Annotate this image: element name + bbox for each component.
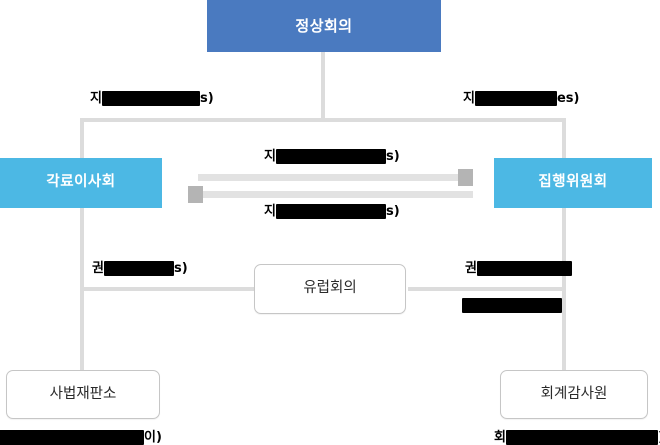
edge-label-mid-lower-prefix: 지 bbox=[264, 204, 276, 219]
edge-label-top-left-prefix: 지 bbox=[90, 91, 102, 106]
edge-label-bottom-right-suffix: ) bbox=[658, 430, 660, 445]
edge-label-top-left-suffix: s) bbox=[199, 91, 214, 106]
edge-label-lower-right-1-prefix: 권 bbox=[465, 261, 477, 276]
edge-label-lower-right-2-redaction bbox=[462, 298, 562, 313]
node-parliament-label: 유럽회의 bbox=[303, 280, 357, 297]
node-commission-label: 집행위원회 bbox=[538, 174, 608, 191]
connector-top-vertical bbox=[321, 52, 325, 120]
connector-parliament-right bbox=[408, 287, 566, 291]
edge-label-top-right-prefix: 지 bbox=[463, 91, 475, 106]
edge-label-top-right-redaction bbox=[474, 91, 557, 106]
edge-label-lower-right-1: 권 bbox=[465, 260, 572, 277]
arrow-shaft-top bbox=[198, 174, 460, 181]
node-commission[interactable]: 집행위원회 bbox=[494, 158, 652, 208]
edge-label-bottom-left-suffix: 이) bbox=[144, 430, 162, 445]
connector-to-commission bbox=[562, 118, 566, 160]
edge-label-bottom-right-redaction bbox=[505, 430, 658, 445]
edge-label-mid-lower-redaction bbox=[275, 204, 386, 219]
edge-label-mid-upper: 지 s) bbox=[264, 148, 400, 165]
connector-to-council bbox=[80, 118, 84, 160]
node-council-of-ministers[interactable]: 각료이사회 bbox=[0, 158, 162, 208]
edge-label-mid-upper-redaction bbox=[275, 149, 386, 164]
edge-label-mid-lower-suffix: s) bbox=[385, 204, 400, 219]
edge-label-top-left-redaction bbox=[101, 91, 200, 106]
edge-label-bottom-right-prefix: 회 bbox=[494, 430, 506, 445]
edge-label-bottom-right: 회) bbox=[494, 429, 660, 445]
connector-top-horizontal bbox=[80, 118, 566, 122]
edge-label-lower-left-prefix: 권 bbox=[92, 261, 104, 276]
node-court-of-auditors[interactable]: 회계감사원 bbox=[500, 370, 648, 419]
edge-label-lower-right-1-redaction bbox=[476, 261, 572, 276]
edge-label-lower-left-suffix: s) bbox=[173, 261, 188, 276]
node-summit-label: 정상회의 bbox=[295, 17, 353, 35]
node-summit[interactable]: 정상회의 bbox=[207, 0, 441, 52]
edge-label-lower-left: 권 s) bbox=[92, 260, 188, 277]
node-court-auditors-label: 회계감사원 bbox=[540, 385, 608, 402]
edge-label-lower-right-2 bbox=[462, 297, 562, 314]
arrow-shaft-bottom bbox=[195, 191, 473, 198]
node-court-of-justice[interactable]: 사법재판소 bbox=[6, 370, 160, 419]
edge-label-bottom-left-redaction bbox=[0, 430, 144, 445]
connector-parliament-left bbox=[80, 287, 256, 291]
edge-label-top-left: 지 s) bbox=[90, 90, 214, 107]
edge-label-top-right-suffix: es) bbox=[556, 91, 580, 106]
arrow-head-left bbox=[188, 186, 203, 203]
edge-label-bottom-left: 이) bbox=[0, 429, 162, 445]
node-european-parliament[interactable]: 유럽회의 bbox=[254, 264, 406, 314]
edge-label-mid-upper-prefix: 지 bbox=[264, 149, 276, 164]
edge-label-mid-lower: 지 s) bbox=[264, 203, 400, 220]
edge-label-top-right: 지 es) bbox=[463, 90, 579, 107]
node-council-label: 각료이사회 bbox=[46, 174, 116, 191]
edge-label-lower-left-redaction bbox=[103, 261, 174, 276]
node-court-justice-label: 사법재판소 bbox=[49, 385, 117, 402]
arrow-head-right bbox=[458, 169, 473, 186]
edge-label-mid-upper-suffix: s) bbox=[385, 149, 400, 164]
